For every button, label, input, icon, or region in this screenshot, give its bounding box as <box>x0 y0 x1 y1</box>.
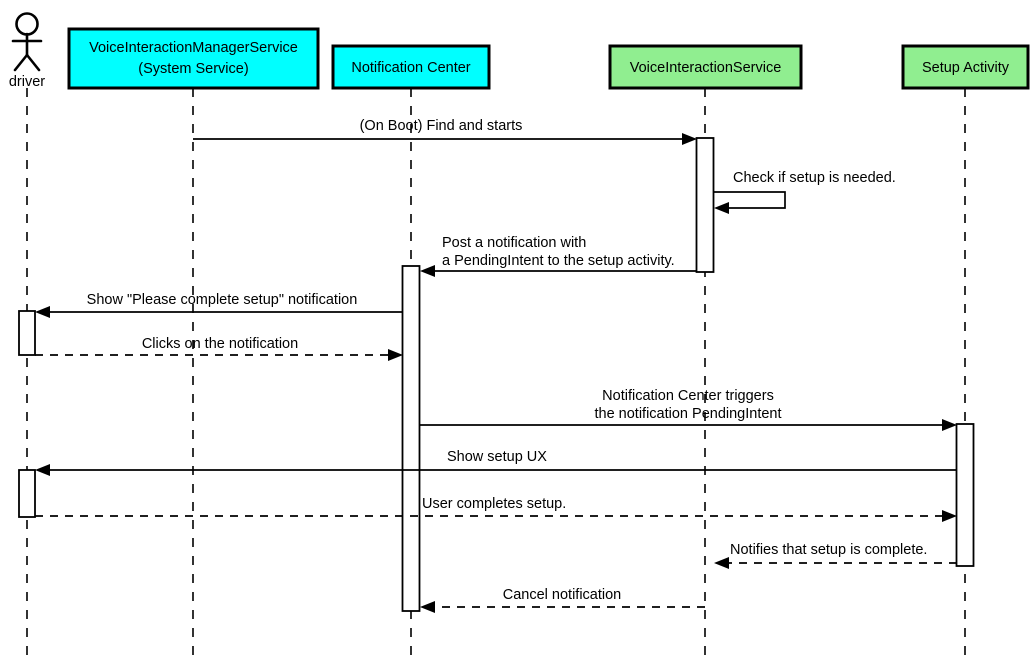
arrowhead-left-icon <box>420 601 435 613</box>
message-notifies-that-setup-is-complete: Notifies that setup is complete. <box>714 542 957 569</box>
message-label-line2: a PendingIntent to the setup activity. <box>442 253 675 269</box>
participant-notification-center[interactable]: Notification Center <box>331 44 491 90</box>
participant-voice-interaction-manager-service[interactable]: VoiceInteractionManagerService (System S… <box>67 27 320 90</box>
actor-leg-left-icon <box>13 53 29 72</box>
arrowhead-left-icon <box>35 306 50 318</box>
message-check-if-setup-is-needed: Check if setup is needed. <box>714 170 896 214</box>
arrowhead-right-icon <box>942 419 957 431</box>
participant-label-vims-line1: VoiceInteractionManagerService <box>89 40 298 56</box>
arrowhead-right-icon <box>388 349 403 361</box>
participant-voice-interaction-service[interactable]: VoiceInteractionService <box>608 44 803 90</box>
activation-bar-setup-activity <box>955 423 975 567</box>
message-user-completes-setup: User completes setup. <box>35 496 957 522</box>
arrowhead-right-icon <box>942 510 957 522</box>
message-label: Clicks on the notification <box>142 336 298 352</box>
message-on-boot-find-and-starts: (On Boot) Find and starts <box>193 118 697 145</box>
participant-label-notification-center: Notification Center <box>351 60 470 76</box>
participant-label-setup-activity: Setup Activity <box>922 60 1010 76</box>
participant-label-driver: driver <box>9 74 45 90</box>
message-self-loop-line <box>714 191 786 209</box>
participant-box-notification-center[interactable] <box>331 44 491 90</box>
message-cancel-notification: Cancel notification <box>420 587 705 613</box>
message-label: User completes setup. <box>422 496 566 512</box>
message-show-please-complete-setup-notification: Show "Please complete setup" notificatio… <box>35 292 403 318</box>
message-show-setup-ux: Show setup UX <box>35 449 957 476</box>
actor-head-icon <box>15 12 39 36</box>
message-label: Show setup UX <box>447 449 547 465</box>
activation-bar-driver-second <box>18 469 36 518</box>
message-label: Cancel notification <box>503 587 622 603</box>
arrowhead-left-icon <box>714 557 729 569</box>
activation-bar-notification-center <box>401 265 421 612</box>
participant-box-vis[interactable] <box>608 44 803 90</box>
participant-label-vims-line2: (System Service) <box>138 61 248 77</box>
message-label-line2: the notification PendingIntent <box>594 406 781 422</box>
arrowhead-right-icon <box>682 133 697 145</box>
participant-box-setup-activity[interactable] <box>901 44 1030 90</box>
arrowhead-left-icon <box>420 265 435 277</box>
message-label: (On Boot) Find and starts <box>360 118 523 134</box>
participant-driver[interactable]: driver <box>9 12 45 91</box>
activation-bar-driver-first <box>18 310 36 356</box>
message-label: Check if setup is needed. <box>733 170 896 186</box>
participant-box-vims[interactable] <box>67 27 320 90</box>
participant-setup-activity[interactable]: Setup Activity <box>901 44 1030 90</box>
message-label: Show "Please complete setup" notificatio… <box>87 292 358 308</box>
arrowhead-left-icon <box>714 202 729 214</box>
arrowhead-left-icon <box>35 464 50 476</box>
activation-bar-voice-interaction-service <box>695 137 715 273</box>
message-label-line1: Post a notification with <box>442 235 586 251</box>
message-label: Notifies that setup is complete. <box>730 542 927 558</box>
message-clicks-on-the-notification: Clicks on the notification <box>35 336 403 361</box>
message-notification-center-triggers-pendingintent: Notification Center triggers the notific… <box>420 388 957 431</box>
actor-leg-right-icon <box>25 53 41 72</box>
message-post-a-notification: Post a notification with a PendingIntent… <box>420 235 697 277</box>
message-label-line1: Notification Center triggers <box>602 388 774 404</box>
participant-label-vis: VoiceInteractionService <box>630 60 782 76</box>
